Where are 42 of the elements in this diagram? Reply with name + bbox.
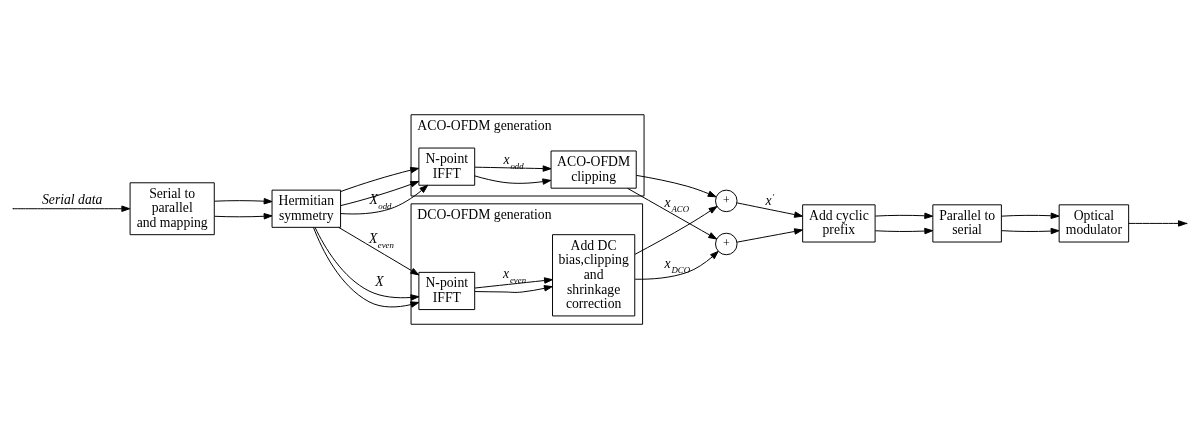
arrow xyxy=(340,181,420,207)
arrow xyxy=(634,250,719,280)
arrow xyxy=(736,228,803,243)
node-box: Optical modulator xyxy=(1058,204,1130,243)
edge-label: X xyxy=(375,274,384,290)
arrow xyxy=(340,166,420,192)
arrow xyxy=(474,285,553,293)
arrow xyxy=(635,174,717,198)
node-box: ACO-OFDM clipping xyxy=(550,150,637,189)
node-box: Add cyclic prefix xyxy=(802,204,876,243)
edge-label: x$_{odd}$ xyxy=(503,151,524,171)
arrow xyxy=(736,202,803,218)
arrow xyxy=(13,205,131,212)
arrow xyxy=(874,212,934,219)
node-box: N-point IFFT xyxy=(418,271,476,311)
arrow xyxy=(474,175,552,185)
arrow xyxy=(340,184,429,215)
arrow xyxy=(874,227,934,235)
node-box: N-point IFFT xyxy=(418,147,476,186)
edge-label: x$_{even}$ xyxy=(503,266,527,286)
edge-label: X$_{odd}$ xyxy=(369,192,392,212)
node-box: Serial to parallel and mapping xyxy=(129,182,215,236)
arrow xyxy=(474,165,552,172)
node-circle: + xyxy=(715,232,738,256)
node-box: Hermitian symmetry xyxy=(271,189,342,228)
node-circle: + xyxy=(715,189,738,213)
arrow xyxy=(1001,212,1060,219)
edge-label: Serial data xyxy=(41,192,103,208)
node-box: Add DC bias,clipping and shrinkage correction xyxy=(552,234,636,317)
arrow xyxy=(1001,227,1060,235)
edge-label: x$^{'}$ xyxy=(765,192,775,209)
node-box: Parallel to serial xyxy=(932,204,1002,243)
arrow xyxy=(627,187,718,240)
arrow xyxy=(214,213,273,220)
edge-label: x$_{ACO}$ xyxy=(664,194,690,214)
arrow xyxy=(634,206,718,255)
arrow xyxy=(1128,220,1187,227)
edge-label: x$_{DCO}$ xyxy=(664,255,691,275)
arrow xyxy=(214,197,273,205)
arrow xyxy=(338,226,420,276)
arrow xyxy=(474,277,553,289)
edge-label: X$_{even}$ xyxy=(368,231,394,251)
